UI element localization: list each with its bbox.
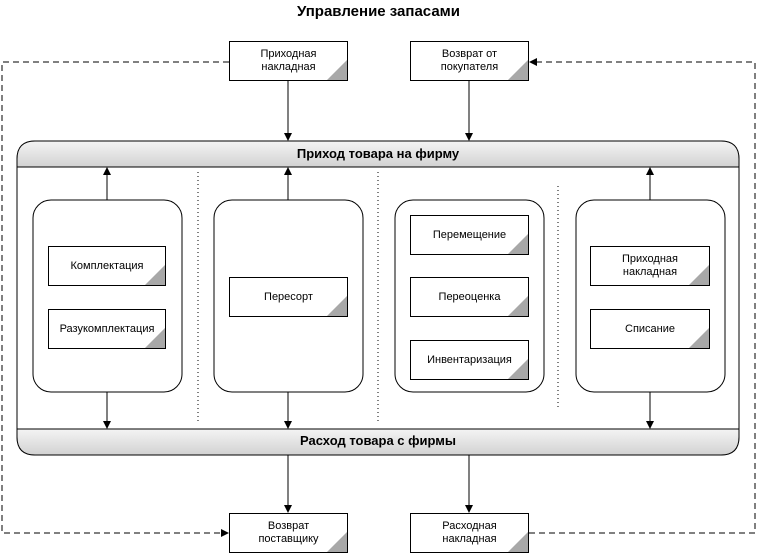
doc-label: Списание [625,322,675,335]
doc-label: Перемещение [432,228,507,241]
doc-assembly: Комплектация [48,246,166,286]
doc-inventory: Инвентаризация [410,340,529,380]
diagram-title: Управление запасами [296,3,460,20]
income-band-label: Приход товара на фирму [296,146,460,161]
document-corner-icon [508,359,528,379]
document-corner-icon [145,328,165,348]
doc-label: Разукомплектация [59,322,155,335]
doc-label: Пересорт [264,290,313,303]
group-box [575,199,726,393]
group-box [32,199,183,393]
document-corner-icon [689,265,709,285]
document-corner-icon [508,532,528,552]
document-corner-icon [327,60,347,80]
document-corner-icon [689,328,709,348]
document-corner-icon [327,532,347,552]
document-corner-icon [145,265,165,285]
doc-regrading: Пересорт [229,277,348,317]
document-corner-icon [508,234,528,254]
doc-label: Переоценка [438,290,501,303]
doc-transfer: Перемещение [410,215,529,255]
document-corner-icon [508,60,528,80]
outcome-band [16,428,740,456]
doc-label: Инвентаризация [427,353,512,366]
document-corner-icon [508,296,528,316]
document-corner-icon [327,296,347,316]
doc-disassembly: Разукомплектация [48,309,166,349]
dashed-connector [1,61,229,537]
outcome-band-label: Расход товара с фирмы [300,433,456,448]
income-band [16,140,740,168]
doc-label: Комплектация [70,259,144,272]
dashed-connector [529,58,756,534]
doc-write-off: Списание [590,309,710,349]
doc-revaluation: Переоценка [410,277,529,317]
